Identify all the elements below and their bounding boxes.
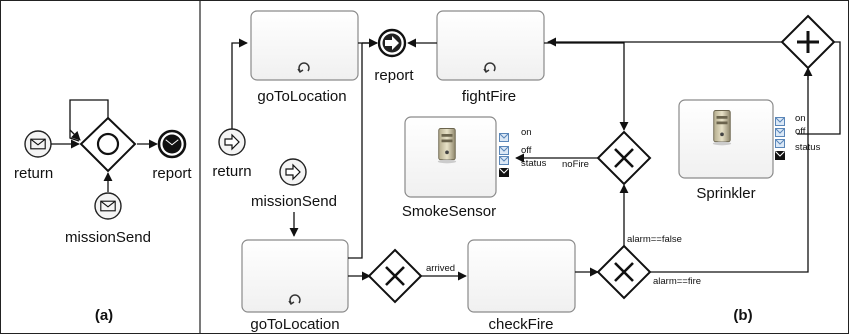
panel-b-caption: (b) — [733, 307, 752, 324]
exclusive-gateway-icon — [614, 262, 634, 282]
gotolocation-top-label: goToLocation — [257, 88, 346, 105]
fightfire-label: fightFire — [462, 88, 516, 105]
port-status-icon — [499, 156, 509, 165]
panel-a: return missionSend report (a) — [14, 99, 192, 324]
arrow-right-icon — [385, 36, 399, 50]
exclusive-gateway-icon — [614, 148, 634, 168]
missionsend-start-event-a — [94, 192, 122, 220]
smokesensor-label: SmokeSensor — [402, 203, 496, 220]
exclusive-gateway-alarm — [596, 244, 652, 300]
arrived-label: arrived — [426, 263, 455, 274]
return-label-a: return — [14, 165, 53, 182]
nofire-label: noFire — [562, 159, 589, 170]
smokesensor-port-on: on — [521, 127, 532, 138]
flow-parallel-to-sprinkler — [797, 41, 841, 135]
parallel-gateway-icon — [797, 31, 819, 53]
flow-loop-end — [69, 129, 81, 141]
return-label-b: return — [212, 163, 251, 180]
alarm-false-label: alarm==false — [627, 234, 682, 245]
missionsend-label-b: missionSend — [251, 193, 337, 210]
smokesensor-port-status: status — [521, 158, 547, 169]
panel-b: goToLocation report fightFire return mis… — [212, 10, 841, 333]
port-alarm-icon — [499, 168, 509, 177]
flow-alarm-fire — [650, 66, 809, 273]
alarm-fire-label: alarm==fire — [653, 276, 701, 287]
event-gateway-icon — [96, 132, 120, 156]
task-gotolocation-bottom — [241, 239, 349, 313]
exclusive-gateway-icon — [385, 266, 405, 286]
port-off-icon — [499, 146, 509, 155]
sprinkler-port-status: status — [795, 142, 821, 153]
report-label-a: report — [152, 165, 192, 182]
envelope-icon — [165, 139, 179, 149]
server-icon — [712, 110, 732, 146]
missionsend-start-event-b — [279, 158, 307, 186]
sprinkler-port-off: off — [795, 126, 806, 137]
sprinkler-port-on: on — [795, 113, 806, 124]
device-sprinkler — [678, 99, 785, 179]
port-on-icon — [775, 117, 785, 126]
task-gotolocation-top — [250, 10, 359, 81]
report-end-event-a — [157, 129, 187, 159]
device-smokesensor — [404, 116, 509, 198]
missionsend-label-a: missionSend — [65, 229, 151, 246]
return-start-event-b — [218, 128, 246, 156]
server-icon — [437, 128, 457, 164]
port-on-icon — [499, 133, 509, 142]
parallel-gateway — [780, 14, 836, 70]
checkfire-label: checkFire — [488, 316, 553, 333]
sprinkler-label: Sprinkler — [696, 185, 755, 202]
port-alarm-icon — [775, 151, 785, 160]
smokesensor-port-off: off — [521, 145, 532, 156]
report-label-b: report — [374, 67, 414, 84]
exclusive-gateway-nofire — [596, 130, 652, 186]
flow-return-to-gotolocation-top — [231, 38, 248, 129]
task-fightfire — [436, 10, 545, 81]
port-status-icon — [775, 139, 785, 148]
return-start-event-a — [24, 130, 52, 158]
arrow-right-icon — [285, 163, 301, 181]
task-checkfire — [467, 239, 576, 313]
flow-fightfire-to-nofire — [544, 42, 629, 131]
port-off-icon — [775, 128, 785, 137]
event-gateway-a — [79, 116, 137, 173]
exclusive-gateway-arrived — [367, 248, 423, 304]
gotolocation-bottom-label: goToLocation — [250, 316, 339, 333]
flow-gotolocation-bottom-to-report — [348, 43, 363, 259]
panel-a-caption: (a) — [95, 307, 113, 324]
report-end-event-b — [377, 28, 407, 58]
arrow-right-icon — [224, 133, 240, 151]
